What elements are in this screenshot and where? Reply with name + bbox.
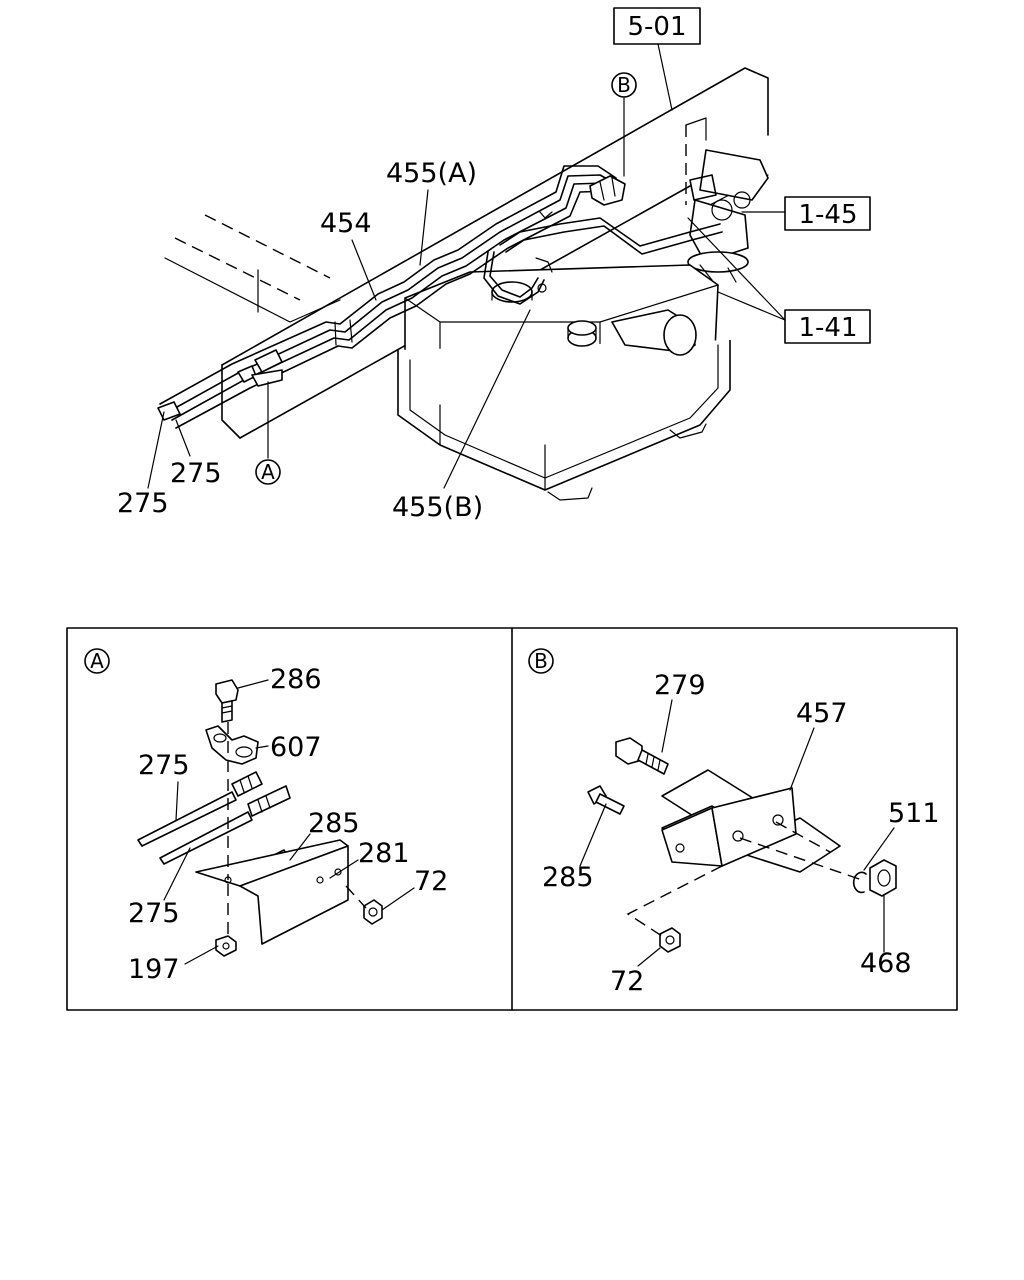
pipe-clips — [157, 175, 626, 421]
label-281: 281 — [358, 838, 410, 869]
ref-5-01: 5-01 — [627, 12, 686, 42]
nut-72-a — [363, 899, 383, 925]
detail-b-marker-circle — [528, 648, 554, 674]
label-72-b: 72 — [610, 966, 644, 997]
label-72-a: 72 — [414, 866, 448, 897]
bracket-281 — [195, 839, 349, 945]
nut-197 — [215, 935, 237, 957]
label-197: 197 — [128, 954, 180, 985]
detail-panels: A — [66, 627, 958, 1011]
fuel-pipes — [159, 165, 623, 429]
detail-b: B — [528, 648, 940, 997]
detail-a-marker-circle — [84, 648, 110, 674]
main-leader-lines — [147, 43, 786, 489]
label-286: 286 — [270, 664, 322, 695]
label-275-bottom: 275 — [128, 898, 180, 929]
ref-1-41: 1-41 — [798, 313, 857, 343]
label-279: 279 — [654, 670, 706, 701]
label-454: 454 — [320, 208, 372, 239]
detail-a-marker: A — [90, 649, 104, 673]
label-285-a: 285 — [308, 808, 360, 839]
fuel-tank — [397, 264, 731, 501]
label-607: 607 — [270, 732, 322, 763]
ref-1-45: 1-45 — [798, 200, 857, 230]
clip-607 — [205, 725, 259, 765]
bracket-457 — [661, 769, 841, 873]
nut-72-b — [659, 927, 681, 953]
fuel-filter-assembly — [687, 149, 769, 283]
washer-511 — [852, 871, 867, 894]
ref-box-5-01 — [613, 7, 701, 45]
label-511: 511 — [888, 798, 940, 829]
stud-279 — [615, 737, 669, 775]
cross-member — [164, 214, 341, 323]
label-275-lower: 275 — [117, 488, 169, 519]
nut-468 — [869, 859, 897, 897]
fuel-pipe-455b — [483, 217, 723, 305]
main-assembly-view: 5-01 1-45 1-41 B A 455(A) 454 275 275 45… — [117, 7, 871, 523]
ref-box-1-45 — [784, 196, 871, 231]
marker-circle-b — [611, 72, 637, 98]
marker-circle-a — [255, 459, 281, 485]
detail-b-marker: B — [534, 649, 548, 673]
bolt-286 — [215, 679, 239, 723]
marker-b: B — [617, 73, 631, 97]
label-285-b: 285 — [542, 862, 594, 893]
pipes-275 — [137, 771, 291, 865]
label-455a: 455(A) — [386, 158, 477, 189]
label-457: 457 — [796, 698, 848, 729]
label-455b: 455(B) — [392, 492, 483, 523]
label-468: 468 — [860, 948, 912, 979]
label-275-upper: 275 — [170, 458, 222, 489]
label-275-top: 275 — [138, 750, 190, 781]
bolt-285-b — [587, 785, 625, 815]
detail-a: A — [84, 648, 448, 985]
ref-box-1-41 — [784, 309, 871, 344]
marker-a: A — [261, 460, 275, 484]
